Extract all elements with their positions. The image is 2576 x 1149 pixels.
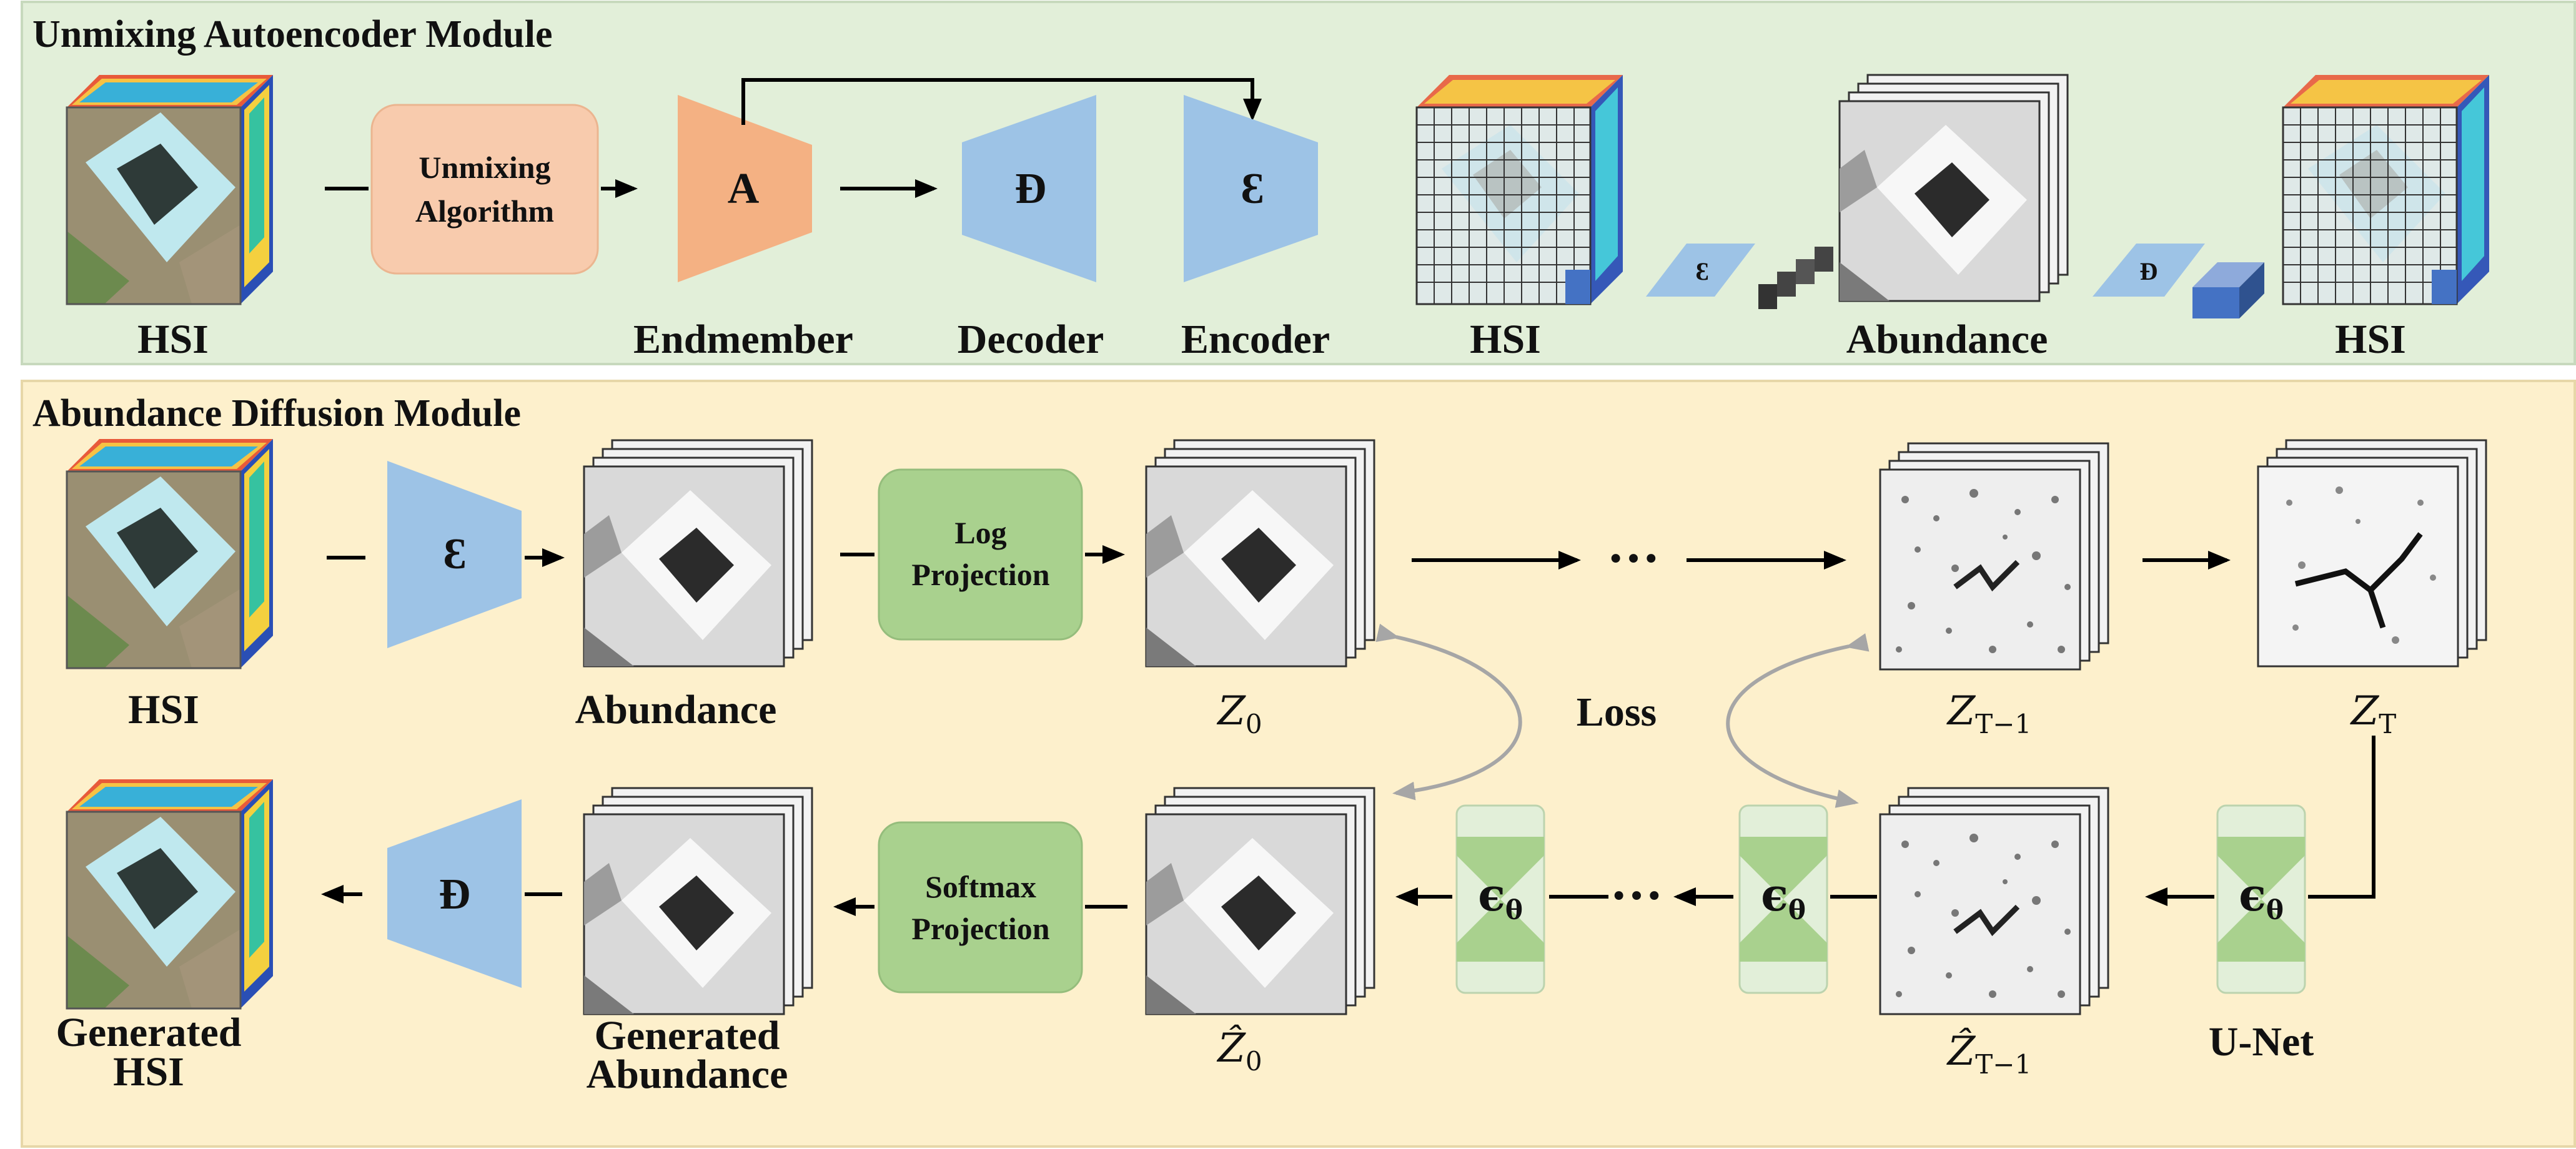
unmixing-panel-title: Unmixing Autoencoder Module (32, 13, 552, 56)
generated-hsi-line1: Generated (56, 1010, 242, 1055)
flow-hsi-right-label: HSI (2335, 317, 2406, 362)
decoder-label: Decoder (958, 317, 1104, 362)
mini-encoder-shape (1646, 244, 1755, 297)
flow-abundance-label: Abundance (1846, 317, 2048, 362)
endmember-label: Endmember (633, 317, 853, 362)
mini-abundance-steps (1758, 247, 1833, 309)
abundance-label-bottom: Abundance (575, 687, 777, 732)
flow-hsi-left-label: HSI (1470, 317, 1541, 362)
zt-stack (2258, 440, 2486, 666)
loss-arc-left (1375, 623, 1522, 801)
arrow-endmember-to-encoder (741, 78, 1262, 125)
log-box-line2: Projection (911, 557, 1049, 592)
encoder-label: Encoder (1181, 317, 1330, 362)
log-projection-box (878, 468, 1083, 641)
unmixing-box-line1: Unmixing (419, 150, 550, 185)
zt-label: ZT (2350, 688, 2396, 739)
abundance-stack-bottom (583, 439, 813, 668)
ellipsis-top: ••• (1607, 542, 1660, 577)
eps-symbol-1: ϵθ (1478, 868, 1523, 925)
zt1-hat-stack (1880, 788, 2108, 1014)
generated-hsi-cube (66, 778, 274, 1010)
decoder-symbol: Ɖ (1015, 165, 1047, 213)
generated-abundance-stack (583, 787, 813, 1015)
arrow-zt-to-unet (2308, 736, 2375, 899)
generated-abundance-line2: Abundance (587, 1052, 788, 1097)
z0-label: Z0 (1216, 688, 1262, 739)
endmember-symbol: A (728, 165, 760, 213)
z0-hat-stack (1145, 787, 1375, 1015)
hsi-cube-bottom (66, 438, 274, 669)
grid-hsi-left (1415, 74, 1624, 305)
softmax-box-line2: Projection (911, 911, 1049, 946)
zt1-hat-label: ẐT−1 (1946, 1028, 2031, 1080)
bottom-decoder (387, 799, 522, 988)
mini-decoder-symbol: Ɖ (2140, 257, 2158, 285)
decoder-trapezoid (962, 95, 1096, 282)
bottom-decoder-symbol: Ɖ (439, 870, 471, 919)
loss-arc-right (1726, 633, 1870, 808)
encoder-symbol: Ɛ (1241, 165, 1264, 213)
zt1-label: ZT−1 (1946, 688, 2031, 739)
mini-blue-cube (2192, 262, 2264, 318)
zt1-stack (1880, 443, 2108, 669)
unet-label: U-Net (2209, 1019, 2314, 1065)
grid-hsi-right (2282, 74, 2490, 305)
abundance-stack-top (1838, 74, 2069, 302)
log-box-line1: Log (954, 515, 1006, 550)
encoder-trapezoid (1184, 95, 1318, 282)
bottom-encoder-symbol: Ɛ (443, 530, 467, 578)
generated-hsi-line2: HSI (113, 1049, 184, 1095)
ellipsis-bottom: ••• (1610, 879, 1663, 914)
softmax-projection-box (878, 821, 1083, 994)
unmixing-algorithm-box (370, 104, 599, 275)
hsi-cube-top (66, 74, 274, 305)
hsi-label-bottom: HSI (128, 687, 199, 732)
mini-encoder-symbol: Ɛ (1695, 257, 1708, 285)
hsi-label-top: HSI (137, 317, 209, 362)
eps-symbol-2: ϵθ (1761, 868, 1806, 925)
unmixing-box-line2: Algorithm (415, 194, 554, 229)
eps-symbol-3: ϵθ (2239, 868, 2284, 925)
loss-label: Loss (1577, 689, 1657, 735)
mini-decoder-shape (2093, 244, 2205, 297)
z0-stack (1145, 439, 1375, 668)
generated-abundance-line1: Generated (595, 1013, 780, 1058)
bottom-encoder (387, 461, 522, 648)
z0-hat-label: Ẑ0 (1216, 1025, 1262, 1077)
endmember-trapezoid (678, 95, 812, 282)
diffusion-panel-title: Abundance Diffusion Module (32, 392, 521, 435)
softmax-box-line1: Softmax (925, 869, 1036, 904)
